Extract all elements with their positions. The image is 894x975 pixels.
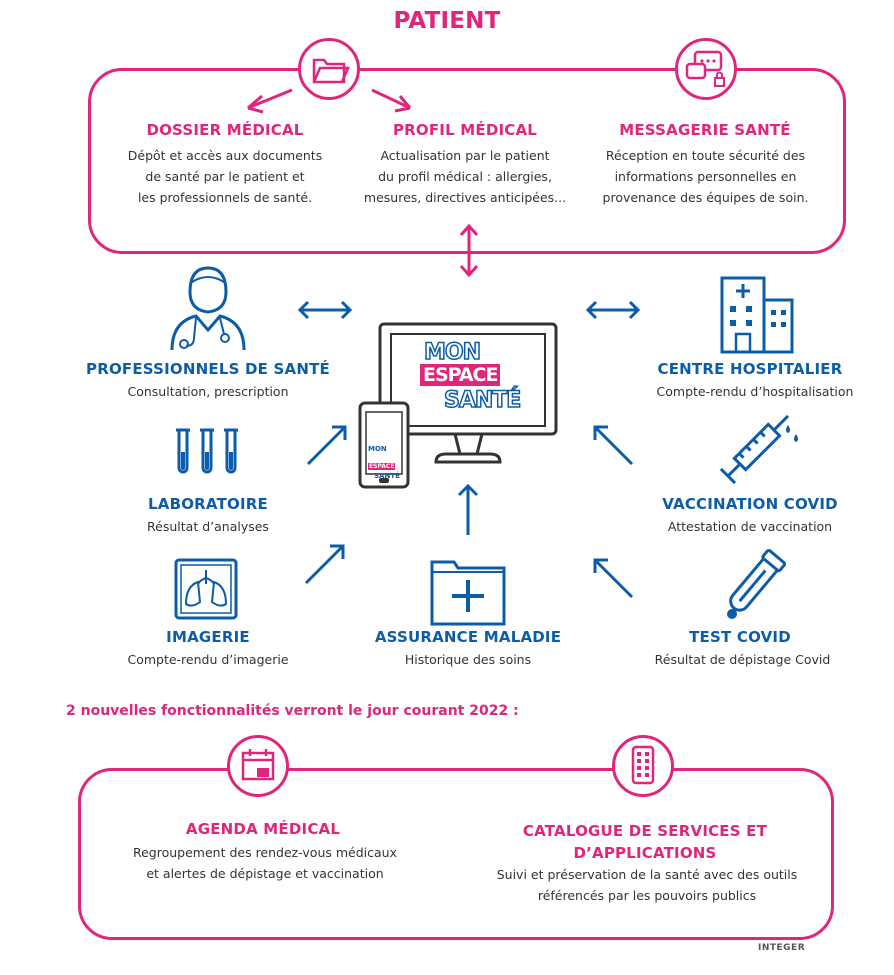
hospital-building-icon [720, 276, 794, 354]
vertical-double-arrow-icon [459, 223, 479, 278]
profil-medical-desc: Actualisation par le patient du profil m… [363, 148, 567, 205]
double-arrow-right-icon [585, 300, 641, 320]
arrow-up-right-imagerie-icon [304, 544, 345, 585]
hospitalier-title: CENTRE HOSPITALIER [657, 360, 843, 378]
arrow-down-left-icon [247, 88, 293, 114]
arrow-up-right-lab-icon [306, 425, 347, 466]
laboratoire-title: LABORATOIRE [148, 495, 268, 513]
smartphone-apps-icon [612, 735, 674, 797]
patient-box [88, 68, 846, 254]
new-features-box [78, 768, 834, 940]
agenda-medical-title: AGENDA MÉDICAL [185, 820, 341, 838]
test-desc: Résultat de dépistage Covid [654, 652, 831, 667]
arrow-up-assurance-icon [457, 483, 479, 535]
assurance-title: ASSURANCE MALADIE [374, 628, 562, 646]
arrow-down-right-icon [371, 88, 412, 113]
professionnels-title: PROFESSIONNELS DE SANTÉ [86, 360, 330, 378]
messagerie-sante-title: MESSAGERIE SANTÉ [619, 121, 791, 139]
hospitalier-desc: Compte-rendu d’hospitalisation [656, 384, 854, 399]
syringe-icon [719, 414, 798, 485]
dossier-medical-title: DOSSIER MÉDICAL [146, 121, 304, 139]
laboratoire-desc: Résultat d’analyses [147, 519, 269, 534]
doctor-icon [170, 266, 246, 351]
catalogue-title: CATALOGUE DE SERVICES ET D’APPLICATIONS [522, 822, 768, 862]
phone-logo: MON ESPACE SANTÉ [368, 445, 400, 480]
vaccination-title: VACCINATION COVID [662, 495, 838, 513]
mon-espace-sante-logo: MON ESPACE SANTÉ [418, 339, 528, 420]
dossier-medical-desc: Dépôt et accès aux documents de santé pa… [127, 148, 323, 205]
logo-line-espace: ESPACE [420, 364, 501, 386]
messagerie-sante-desc: Réception en toute sécurité des informat… [602, 148, 809, 205]
xray-lungs-icon [174, 558, 238, 620]
agenda-medical-desc: Regroupement des rendez-vous médicaux et… [132, 845, 397, 881]
medical-folder-icon [430, 560, 506, 626]
page-title: PATIENT [393, 8, 501, 34]
arrow-up-left-test-icon [593, 558, 634, 599]
message-icon [675, 38, 737, 100]
logo-line-mon: MON [423, 339, 482, 366]
imagerie-title: IMAGERIE [166, 628, 250, 646]
catalogue-desc: Suivi et préservation de la santé avec d… [496, 867, 798, 903]
assurance-desc: Historique des soins [404, 652, 532, 667]
vaccination-desc: Attestation de vaccination [667, 519, 833, 534]
test-title: TEST COVID [689, 628, 791, 646]
professionnels-desc: Consultation, prescription [127, 384, 289, 399]
test-swab-icon [727, 548, 787, 619]
profil-medical-title: PROFIL MÉDICAL [392, 121, 538, 139]
test-tubes-icon [176, 428, 238, 474]
arrow-up-left-vaccination-icon [593, 425, 634, 466]
imagerie-desc: Compte-rendu d’imagerie [127, 652, 289, 667]
calendar-icon [227, 735, 289, 797]
integer-credit: INTEGER [758, 943, 806, 953]
double-arrow-left-icon [297, 300, 353, 320]
logo-line-sante: SANTÉ [443, 387, 522, 414]
blue-arrows [297, 300, 641, 599]
folder-icon [298, 38, 360, 100]
new-features-heading: 2 nouvelles fonctionnalités verront le j… [66, 703, 519, 719]
